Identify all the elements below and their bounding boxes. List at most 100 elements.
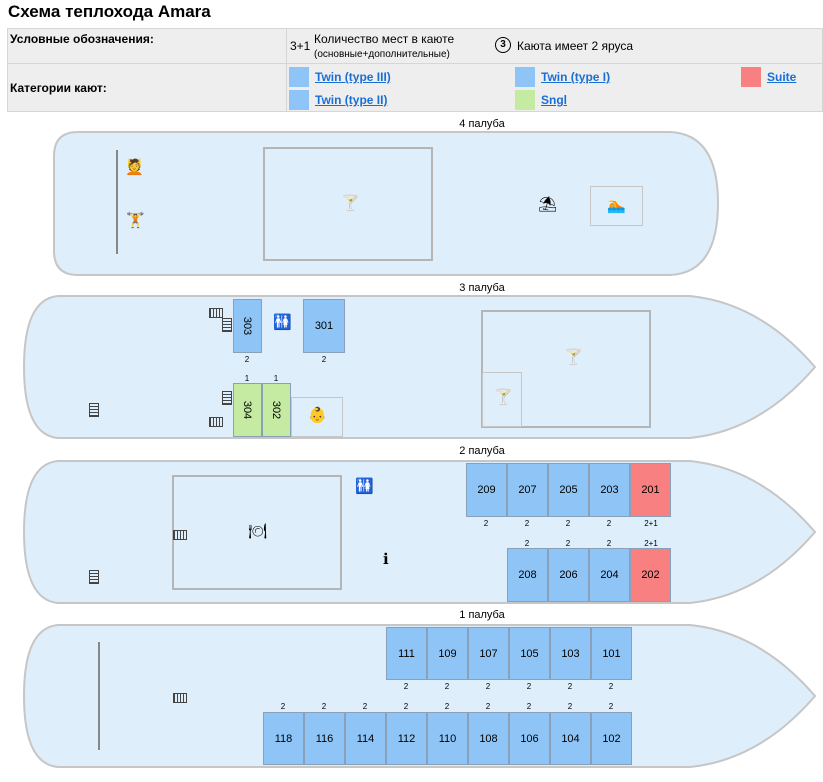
legend-table: Условные обозначения: 3+1 Количество мес… <box>7 28 823 112</box>
stairs-icon <box>209 308 223 318</box>
deck-4-lounge <box>263 147 433 261</box>
swatch-twin-type-3 <box>289 67 309 87</box>
swatch-twin-type-2 <box>289 90 309 110</box>
cabin-109-places: 2 <box>444 682 450 691</box>
cabin-201-places: 2+1 <box>644 519 658 528</box>
cabin-102[interactable]: 102 <box>591 712 632 765</box>
tier-symbol: 3 <box>495 37 511 53</box>
tier-explanation: Каюта имеет 2 яруса <box>517 39 634 53</box>
count-symbol: 3+1 <box>290 39 311 53</box>
swatch-suite <box>741 67 761 87</box>
cabin-303[interactable]: 303 <box>233 299 262 353</box>
deck-3-bar-corner <box>482 372 522 427</box>
category-sngl[interactable]: Sngl <box>515 90 567 110</box>
deck-4-wall <box>116 150 118 254</box>
cabin-202-places: 2+1 <box>644 539 658 548</box>
cabin-106[interactable]: 106 <box>509 712 550 765</box>
category-twin-type-2[interactable]: Twin (type II) <box>289 90 387 110</box>
cabin-207[interactable]: 207 <box>507 463 548 517</box>
cabin-209-places: 2 <box>483 519 489 528</box>
cabin-101[interactable]: 101 <box>591 627 632 680</box>
kids-room <box>291 397 343 437</box>
link-suite[interactable]: Suite <box>767 70 797 84</box>
cabin-118-places: 2 <box>280 702 286 711</box>
cocktail-icon: 🍸 <box>564 349 583 366</box>
swatch-twin-type-1 <box>515 67 535 87</box>
cabin-302-places: 1 <box>273 374 279 383</box>
cabin-118[interactable]: 118 <box>263 712 304 765</box>
legend-symbols-cell: 3+1 Количество мест в каюте(основные+доп… <box>286 28 823 64</box>
deck-3-hull <box>22 295 817 439</box>
cabin-108-places: 2 <box>485 702 491 711</box>
cabin-207-places: 2 <box>524 519 530 528</box>
cabin-111[interactable]: 111 <box>386 627 427 680</box>
cabin-107-places: 2 <box>485 682 491 691</box>
cabin-301-places: 2 <box>321 355 327 364</box>
cabin-209[interactable]: 209 <box>466 463 507 517</box>
legend-symbols-label: Условные обозначения: <box>7 28 287 64</box>
stairs-icon <box>222 391 232 405</box>
restaurant-icon: 🍽 <box>248 523 268 540</box>
cabin-304-places: 1 <box>244 374 250 383</box>
cabin-302[interactable]: 302 <box>262 383 291 437</box>
info-icon: ℹ <box>383 551 389 568</box>
cabin-206[interactable]: 206 <box>548 548 589 602</box>
swimmer-icon: 🏊 <box>607 197 626 214</box>
stairs-icon <box>173 530 187 540</box>
cabin-103-places: 2 <box>567 682 573 691</box>
cabin-205-places: 2 <box>565 519 571 528</box>
baby-icon: 👶 <box>308 407 327 424</box>
deck-2-hull <box>22 460 817 604</box>
cabin-114[interactable]: 114 <box>345 712 386 765</box>
category-twin-type-3[interactable]: Twin (type III) <box>289 67 391 87</box>
cabin-111-places: 2 <box>403 682 409 691</box>
pool-area <box>590 186 643 226</box>
massage-icon: 💆 <box>125 159 144 176</box>
cabin-112-places: 2 <box>403 702 409 711</box>
cabin-203-places: 2 <box>606 519 612 528</box>
category-suite[interactable]: Suite <box>741 67 796 87</box>
cabin-205[interactable]: 205 <box>548 463 589 517</box>
cabin-104[interactable]: 104 <box>550 712 591 765</box>
cabin-204[interactable]: 204 <box>589 548 630 602</box>
restroom-icon: 🚻 <box>273 314 292 331</box>
deck-1-label: 1 палуба <box>459 609 505 621</box>
link-twin-type-1[interactable]: Twin (type I) <box>541 70 611 84</box>
cabin-106-places: 2 <box>526 702 532 711</box>
link-twin-type-2[interactable]: Twin (type II) <box>315 93 388 107</box>
cabin-112[interactable]: 112 <box>386 712 427 765</box>
cabin-304[interactable]: 304 <box>233 383 262 437</box>
deck-3-label: 3 палуба <box>459 282 505 294</box>
cabin-301[interactable]: 301 <box>303 299 345 353</box>
cabin-203[interactable]: 203 <box>589 463 630 517</box>
cabin-108[interactable]: 108 <box>468 712 509 765</box>
cocktail-icon: 🍸 <box>341 195 360 212</box>
link-twin-type-3[interactable]: Twin (type III) <box>315 70 391 84</box>
legend-categories-label: Категории кают: <box>7 63 287 112</box>
cabin-110[interactable]: 110 <box>427 712 468 765</box>
stairs-icon <box>222 318 232 332</box>
cabin-208-places: 2 <box>524 539 530 548</box>
cabin-105[interactable]: 105 <box>509 627 550 680</box>
cabin-102-places: 2 <box>608 702 614 711</box>
deck-2-label: 2 палуба <box>459 445 505 457</box>
cabin-107[interactable]: 107 <box>468 627 509 680</box>
cabin-204-places: 2 <box>606 539 612 548</box>
cabin-208[interactable]: 208 <box>507 548 548 602</box>
cabin-202[interactable]: 202 <box>630 548 671 602</box>
stairs-icon <box>209 417 223 427</box>
page-title: Схема теплохода Amara <box>8 2 211 21</box>
cabin-103[interactable]: 103 <box>550 627 591 680</box>
category-twin-type-1[interactable]: Twin (type I) <box>515 67 610 87</box>
deck-4-hull <box>53 131 720 276</box>
cabin-104-places: 2 <box>567 702 573 711</box>
cabin-116[interactable]: 116 <box>304 712 345 765</box>
deck-3-lounge <box>481 310 651 428</box>
link-sngl[interactable]: Sngl <box>541 93 567 107</box>
cabin-109[interactable]: 109 <box>427 627 468 680</box>
cabin-101-places: 2 <box>608 682 614 691</box>
swatch-sngl <box>515 90 535 110</box>
cabin-201[interactable]: 201 <box>630 463 671 517</box>
cabin-206-places: 2 <box>565 539 571 548</box>
cabin-105-places: 2 <box>526 682 532 691</box>
